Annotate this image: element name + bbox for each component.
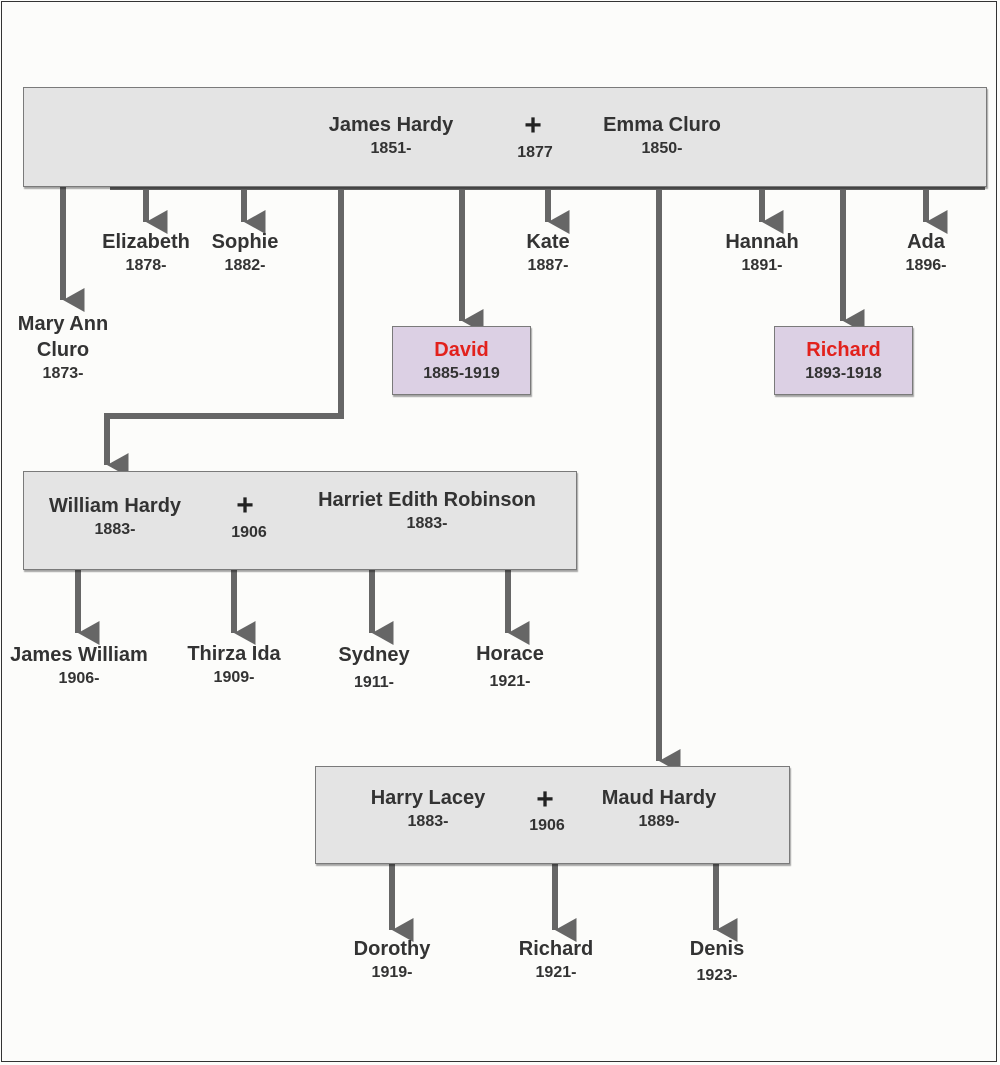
person-dates: 1911- bbox=[353, 674, 395, 691]
person-name: Dorothy bbox=[353, 938, 431, 960]
marriage-plus-icon: + bbox=[236, 489, 254, 522]
child-horace: Horace 1921- bbox=[476, 641, 544, 693]
marriage-year: 1877 bbox=[517, 144, 553, 161]
person-dates: 1887- bbox=[527, 257, 569, 274]
child-kate: Kate 1887- bbox=[526, 229, 569, 277]
person-name: Horace bbox=[476, 643, 544, 665]
child-denis: Denis 1923- bbox=[690, 936, 744, 987]
child-sophie: Sophie 1882- bbox=[212, 229, 279, 277]
marriage-year: 1906 bbox=[231, 524, 267, 541]
person-dates: 1893-1918 bbox=[805, 364, 882, 382]
person-name: Mary Ann bbox=[17, 313, 109, 335]
person-name-line2: Cluro bbox=[36, 339, 90, 361]
person-dates: 1891- bbox=[741, 257, 783, 274]
person-name: Hannah bbox=[725, 231, 799, 253]
child-ada: Ada 1896- bbox=[906, 229, 947, 277]
person-name: Richard bbox=[806, 338, 881, 361]
person-dates: 1885-1919 bbox=[423, 364, 500, 382]
person-name: Elizabeth bbox=[102, 231, 190, 253]
person-dates: 1889- bbox=[638, 813, 680, 830]
person-name: Ada bbox=[907, 231, 945, 253]
person-harry-lacey: Harry Lacey 1883- bbox=[371, 785, 486, 833]
child-richard-lacey: Richard 1921- bbox=[519, 936, 593, 984]
person-dates: 1882- bbox=[224, 257, 266, 274]
person-dates: 1851- bbox=[370, 140, 412, 157]
couple-box-hardy-cluro bbox=[23, 87, 987, 187]
person-name: Denis bbox=[689, 938, 745, 960]
person-william-hardy: William Hardy 1883- bbox=[49, 493, 181, 541]
person-dates: 1896- bbox=[905, 257, 947, 274]
child-elizabeth: Elizabeth 1878- bbox=[102, 229, 190, 277]
person-name: William Hardy bbox=[48, 495, 182, 517]
person-dates: 1923- bbox=[696, 967, 738, 984]
person-dates: 1921- bbox=[489, 673, 531, 690]
couple-box-lacey-hardy bbox=[315, 766, 790, 864]
person-name: James William bbox=[10, 644, 148, 666]
person-dates: 1909- bbox=[213, 669, 255, 686]
person-dates: 1878- bbox=[125, 257, 167, 274]
person-name: James Hardy bbox=[328, 114, 454, 136]
child-sydney: Sydney 1911- bbox=[338, 642, 409, 694]
marriage-year: 1906 bbox=[529, 817, 565, 834]
person-name: Thirza Ida bbox=[187, 643, 281, 665]
person-dates: 1906- bbox=[58, 670, 100, 687]
link-william bbox=[104, 187, 344, 477]
child-dorothy: Dorothy 1919- bbox=[354, 936, 431, 984]
person-name: Emma Cluro bbox=[603, 114, 721, 136]
person-name: Kate bbox=[526, 231, 570, 253]
person-dates: 1883- bbox=[407, 813, 449, 830]
person-dates: 1850- bbox=[641, 140, 683, 157]
child-hannah: Hannah 1891- bbox=[725, 229, 798, 277]
child-thirza-ida: Thirza Ida 1909- bbox=[187, 641, 280, 689]
person-harriet-edith-robinson: Harriet Edith Robinson 1883- bbox=[318, 487, 536, 535]
person-name: Harry Lacey bbox=[370, 787, 486, 809]
person-maud-hardy: Maud Hardy 1889- bbox=[602, 785, 716, 833]
person-name: Sophie bbox=[211, 231, 279, 253]
marriage-plus-icon: + bbox=[536, 783, 554, 816]
person-dates: 1883- bbox=[406, 515, 448, 532]
person-james-hardy: James Hardy 1851- bbox=[329, 112, 454, 160]
person-name: Maud Hardy bbox=[601, 787, 717, 809]
marriage-plus-icon: + bbox=[524, 109, 542, 142]
person-name: Richard bbox=[518, 938, 594, 960]
child-james-william: James William 1906- bbox=[10, 642, 148, 690]
person-dates: 1919- bbox=[371, 964, 413, 981]
couple-box-hardy-robinson bbox=[23, 471, 577, 570]
person-name: David bbox=[434, 338, 489, 361]
person-dates: 1883- bbox=[94, 521, 136, 538]
person-name: Harriet Edith Robinson bbox=[318, 489, 536, 511]
person-dates: 1921- bbox=[535, 964, 577, 981]
child-mary-ann-cluro: Mary Ann Cluro 1873- bbox=[18, 311, 108, 385]
child-david-highlight-box: David 1885-1919 bbox=[392, 326, 531, 395]
person-name: Sydney bbox=[338, 644, 410, 666]
person-dates: 1873- bbox=[42, 365, 84, 382]
child-richard-highlight-box: Richard 1893-1918 bbox=[774, 326, 913, 395]
person-emma-cluro: Emma Cluro 1850- bbox=[603, 112, 721, 160]
